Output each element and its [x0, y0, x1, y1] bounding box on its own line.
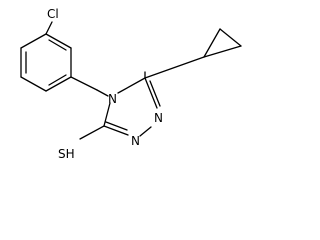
bond-c3-s: [79, 125, 105, 140]
bond-benzene-c4-c5: [20, 76, 47, 92]
bond-n2-c3: [103, 125, 129, 136]
bond-benzene-double-inner-1: [48, 39, 67, 51]
bond-cyclopropyl-a: [203, 28, 221, 58]
bond-cyclopropyl-attach: [144, 56, 205, 79]
thiol-label: SH: [58, 147, 75, 161]
triazole-ring: [103, 77, 161, 137]
bond-n1-n2: [139, 126, 152, 137]
nitrogen-2-label: N: [131, 134, 140, 148]
bond-ch2-n4: [96, 89, 109, 97]
bond-c3-n4: [103, 102, 111, 127]
benzene-ring: [20, 33, 72, 92]
structure-canvas: Cl N N N SH: [20, 7, 242, 161]
bond-benzene-c3-c4: [45, 76, 72, 92]
bond-benzene-c6-c1: [20, 33, 47, 49]
bond-benzene-double-inner-2: [48, 74, 67, 86]
bond-benzene-ch2: [70, 76, 98, 91]
bond-cyclopropyl-b: [219, 28, 242, 47]
bond-c5-n1: [144, 77, 158, 109]
bond-n2-c3-double: [105, 121, 128, 131]
chlorine-label: Cl: [47, 7, 59, 21]
cyclopropyl-ring: [144, 28, 242, 79]
bond-benzene-c1-c2: [45, 33, 72, 49]
chemical-structure-diagram: Cl N N N SH: [20, 7, 242, 161]
bond-c5-n1-double: [149, 80, 161, 107]
nitrogen-4-label: N: [108, 92, 117, 106]
bond-n4-c5: [117, 77, 146, 94]
bond-c-cl: [45, 21, 53, 35]
bond-cyclopropyl-c: [203, 45, 242, 58]
nitrogen-1-label: N: [154, 111, 163, 125]
